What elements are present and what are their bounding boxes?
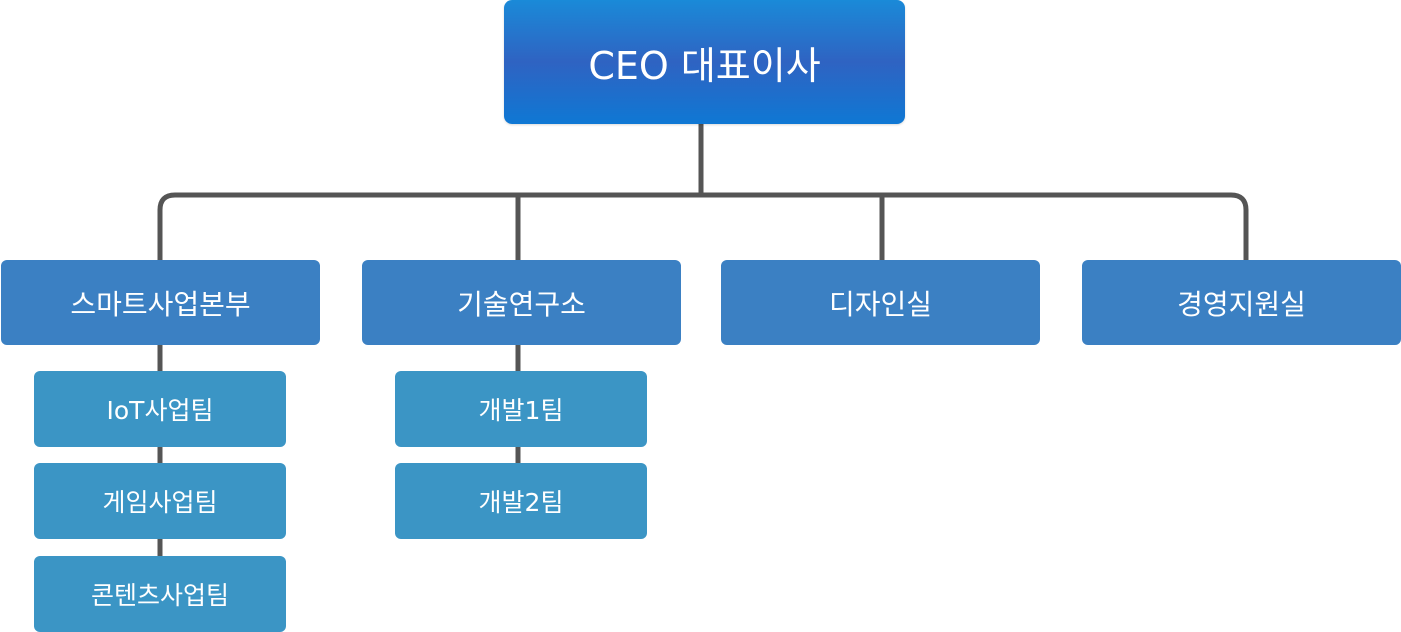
- department-management-support: 경영지원실: [1082, 260, 1401, 345]
- team-iot: IoT사업팀: [34, 371, 286, 447]
- department-tech-lab: 기술연구소: [362, 260, 681, 345]
- ceo-node: CEO 대표이사: [504, 0, 905, 124]
- department-design: 디자인실: [721, 260, 1040, 345]
- team-dev-1: 개발1팀: [395, 371, 647, 447]
- team-contents: 콘텐츠사업팀: [34, 556, 286, 632]
- team-dev-2: 개발2팀: [395, 463, 647, 539]
- connector-bus: [157, 192, 1249, 260]
- department-smart-business: 스마트사업본부: [1, 260, 320, 345]
- team-game: 게임사업팀: [34, 463, 286, 539]
